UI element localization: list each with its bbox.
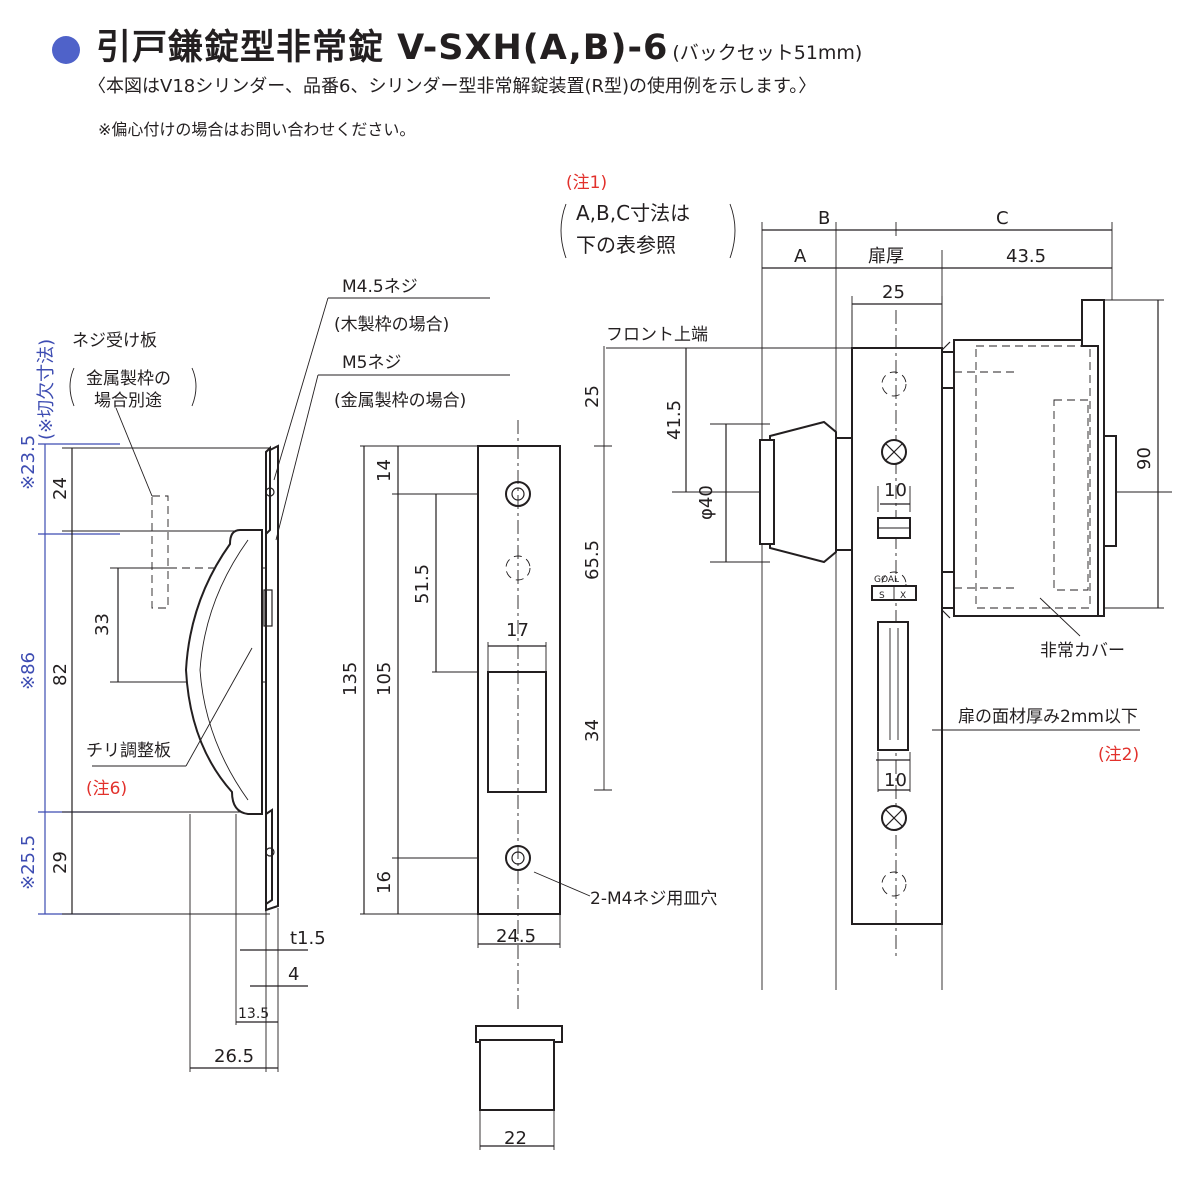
- brand-logo: GOAL: [874, 575, 899, 585]
- usage-note: 〈本図はV18シリンダー、品番6、シリンダー型非常解錠装置(R型)の使用例を示し…: [88, 76, 817, 97]
- dim-10-upper: 10: [884, 480, 907, 501]
- dim-top: 24: [50, 477, 71, 500]
- label-front-top: フロント上端: [606, 325, 708, 345]
- paren-left-icon: [69, 367, 75, 407]
- label-m45-screw: M4.5ネジ: [342, 277, 418, 297]
- title-bullet-icon: [52, 36, 80, 64]
- dim-41-5: 41.5: [664, 400, 685, 440]
- label-m5-screw: M5ネジ: [342, 353, 401, 373]
- dim-22: 22: [504, 1128, 527, 1149]
- dim-mid: 82: [50, 663, 71, 686]
- title-backset: (バックセット51mm): [672, 42, 863, 64]
- label-adjust-plate: チリ調整板: [86, 741, 171, 761]
- cut-dim-mid: ※86: [18, 652, 39, 690]
- label-note1-line2: 下の表参照: [576, 233, 676, 257]
- dim-A: A: [794, 246, 807, 267]
- label-note-6: (注6): [86, 779, 127, 799]
- dim-10-lower: 10: [884, 770, 907, 791]
- strike-plate: [360, 420, 591, 1150]
- dim-33: 33: [92, 613, 113, 636]
- dim-26-5: 26.5: [214, 1046, 254, 1067]
- screw-leaders: [273, 297, 510, 541]
- dim-14: 14: [374, 459, 395, 482]
- dim-65-5: 65.5: [582, 540, 603, 580]
- label-plate-note-2: 場合別途: [94, 391, 162, 411]
- label-m45-note: (木製枠の場合): [334, 315, 449, 335]
- paren-right-icon: [191, 367, 197, 407]
- dim-135: 135: [340, 662, 361, 696]
- dim-34: 34: [582, 719, 603, 742]
- left-side-view: [38, 407, 308, 1072]
- dim-cylinder-dia: φ40: [696, 485, 717, 520]
- label-m5-note: (金属製枠の場合): [334, 391, 466, 411]
- dim-24-5: 24.5: [496, 926, 536, 947]
- cut-dim-top: ※23.5: [18, 435, 39, 490]
- label-countersink: 2-M4ネジ用皿穴: [590, 889, 717, 909]
- label-screw-plate: ネジ受け板: [72, 331, 157, 351]
- logo-x: X: [900, 591, 906, 601]
- dim-25-height: 25: [582, 385, 603, 408]
- title-main: 引戸鎌錠型非常錠 V-SXH(A,B)-6: [96, 28, 669, 68]
- dim-25-width: 25: [882, 282, 905, 303]
- dim-16: 16: [374, 871, 395, 894]
- cut-label: (※切欠寸法): [36, 339, 57, 440]
- dim-17: 17: [506, 620, 529, 641]
- dim-thickness: t1.5: [290, 928, 326, 949]
- header: 引戸鎌錠型非常錠 V-SXH(A,B)-6(バックセット51mm) 〈本図はV1…: [0, 0, 1200, 150]
- dim-door-thickness: 扉厚: [868, 246, 904, 267]
- label-note1-line1: A,B,C寸法は: [576, 201, 690, 225]
- label-emergency-cover: 非常カバー: [1040, 641, 1125, 661]
- paren-left-note1-icon: [560, 203, 567, 259]
- label-door-face: 扉の面材厚み2mm以下: [958, 707, 1138, 727]
- offset-remark: ※偏心付けの場合はお問い合わせください。: [98, 120, 416, 139]
- dim-C: C: [996, 208, 1009, 229]
- dim-90: 90: [1134, 447, 1155, 470]
- paren-right-note1-icon: [729, 203, 736, 259]
- dim-13-5: 13.5: [238, 1006, 269, 1022]
- dim-bottom: 29: [50, 851, 71, 874]
- dim-105: 105: [374, 662, 395, 696]
- label-note-2: (注2): [1098, 745, 1139, 765]
- dim-51-5: 51.5: [412, 564, 433, 604]
- label-plate-note-1: 金属製枠の: [86, 369, 171, 389]
- logo-s: S: [879, 591, 885, 601]
- dim-43-5: 43.5: [1006, 246, 1046, 267]
- label-note-1: (注1): [566, 173, 607, 193]
- cut-dim-bottom: ※25.5: [18, 835, 39, 890]
- lock-body: [594, 222, 1172, 990]
- dim-B: B: [818, 208, 830, 229]
- page-title: 引戸鎌錠型非常錠 V-SXH(A,B)-6(バックセット51mm): [96, 26, 862, 76]
- dim-4: 4: [288, 964, 299, 985]
